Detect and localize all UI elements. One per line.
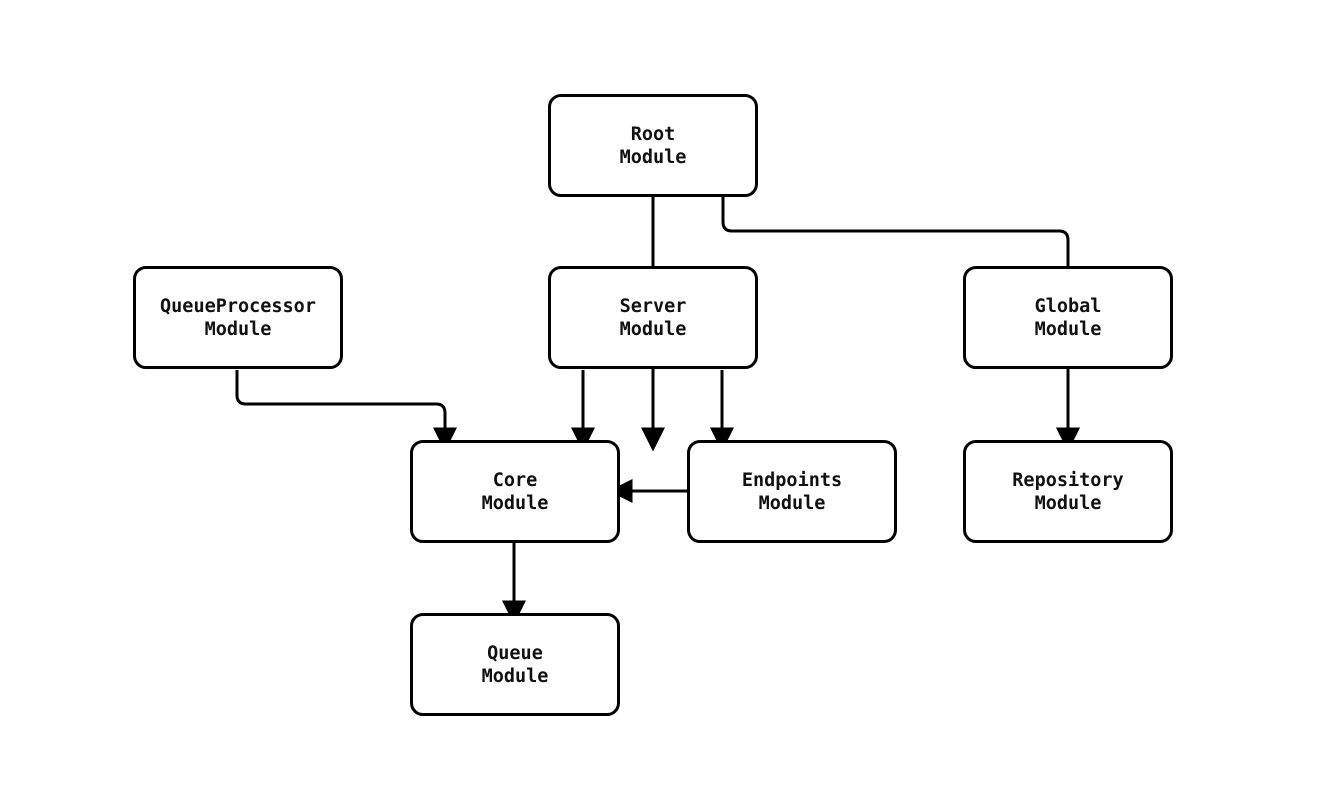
node-label-secondary: Module <box>204 318 272 340</box>
node-label-primary: QueueProcessor <box>160 295 316 317</box>
node-label-secondary: Module <box>619 146 687 168</box>
node-label-secondary: Module <box>481 492 549 514</box>
node-label-secondary: Module <box>481 665 549 687</box>
edge-queueprocessor-core <box>235 370 457 452</box>
node-label-primary: Core <box>492 469 538 491</box>
node-label-primary: Endpoints <box>741 469 843 491</box>
node-label-secondary: Module <box>619 318 687 340</box>
node-label-primary: Server <box>619 295 687 317</box>
node-label-primary: Global <box>1034 295 1102 317</box>
node-label-secondary: Module <box>1034 318 1102 340</box>
node-label-primary: Queue <box>487 642 543 664</box>
node-label-primary: Root <box>630 123 676 145</box>
node-label-primary: Repository <box>1012 469 1124 491</box>
node-label-secondary: Module <box>1034 492 1102 514</box>
node-label-secondary: Module <box>758 492 826 514</box>
